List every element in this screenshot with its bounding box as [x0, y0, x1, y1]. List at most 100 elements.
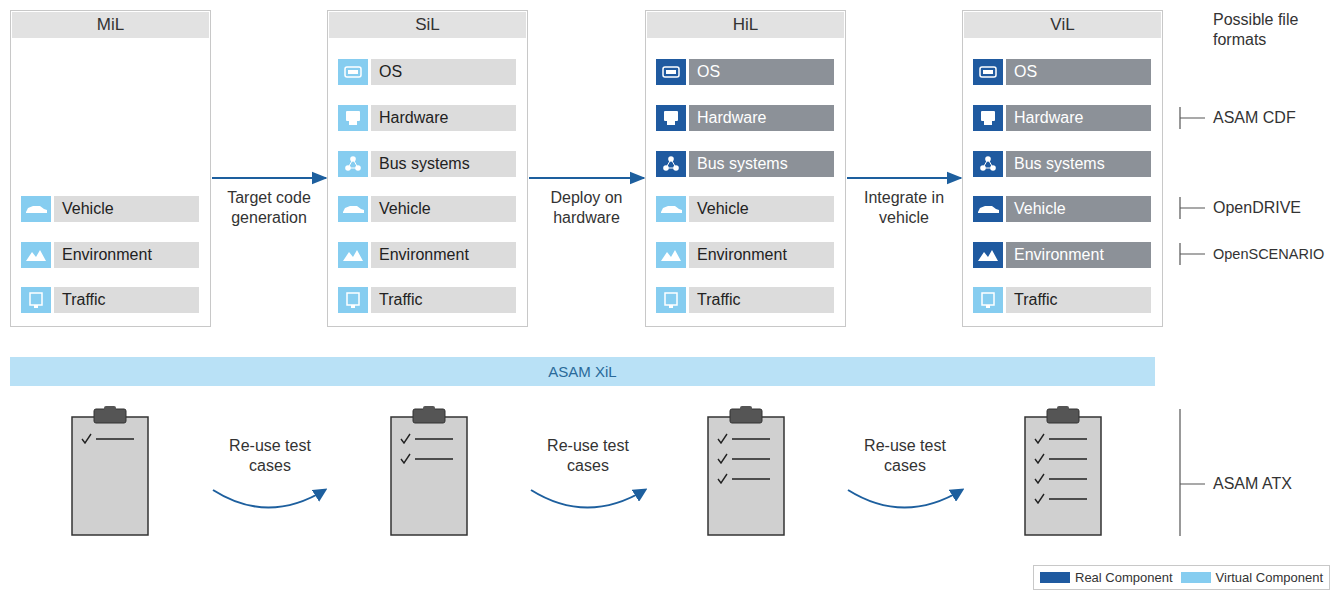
component-label: Traffic [54, 287, 199, 313]
component-label: Bus systems [689, 151, 834, 177]
stage-arrow [529, 177, 644, 179]
veh-icon [973, 196, 1003, 222]
component-label: OS [371, 59, 516, 85]
component-icon [973, 151, 1003, 177]
component-label: Vehicle [689, 196, 834, 222]
legend-entry: Virtual Component [1181, 570, 1323, 585]
traffic-icon [338, 287, 368, 313]
format-tick [1180, 197, 1205, 219]
test-clipboard [391, 406, 467, 535]
env-icon [21, 242, 51, 268]
file-format: ASAM ATX [1213, 474, 1325, 494]
traffic-icon [656, 287, 686, 313]
arrow-label: Target code generation [217, 188, 321, 228]
reuse-arrow [848, 490, 962, 508]
test-clipboard [1025, 406, 1101, 535]
component-label: Vehicle [371, 196, 516, 222]
component-icon [973, 59, 1003, 85]
traffic-icon [21, 287, 51, 313]
component-icon [338, 59, 368, 85]
component-label: Hardware [371, 105, 516, 131]
component-icon [973, 196, 1003, 222]
component-row: Vehicle [656, 196, 834, 222]
veh-icon [656, 196, 686, 222]
arrow-label: Integrate in vehicle [852, 188, 956, 228]
component-row: Bus systems [338, 151, 516, 177]
component-icon [973, 287, 1003, 313]
component-row: Bus systems [656, 151, 834, 177]
component-icon [338, 151, 368, 177]
stage-title: HiL [647, 12, 844, 38]
component-label: Traffic [371, 287, 516, 313]
env-icon [338, 242, 368, 268]
reuse-arrow [531, 490, 645, 508]
format-tick [1180, 243, 1205, 265]
component-icon [656, 105, 686, 131]
band-title: ASAM XiL [548, 363, 616, 380]
component-icon [21, 242, 51, 268]
stage-arrow [847, 177, 961, 179]
test-clipboard [72, 406, 148, 535]
component-label: OS [1006, 59, 1151, 85]
file-format: OpenDRIVE [1213, 198, 1325, 218]
hw-icon [338, 105, 368, 131]
bus-icon [656, 151, 686, 177]
xil-stage-box: ViLOSHardwareBus systemsVehicleEnvironme… [962, 10, 1163, 327]
veh-icon [21, 196, 51, 222]
reuse-arrow [213, 490, 325, 508]
component-icon [338, 242, 368, 268]
component-label: Environment [1006, 242, 1151, 268]
xil-stage-box: HiLOSHardwareBus systemsVehicleEnvironme… [645, 10, 846, 327]
legend-entry: Real Component [1040, 570, 1173, 585]
reuse-note: Re-use test cases [224, 436, 316, 476]
stage-title: SiL [329, 12, 526, 38]
component-row: Environment [973, 242, 1151, 268]
arrow-label: Deploy on hardware [535, 188, 639, 228]
component-row: Hardware [656, 105, 834, 131]
traffic-icon [973, 287, 1003, 313]
component-row: Environment [656, 242, 834, 268]
legend-swatch [1181, 572, 1211, 583]
component-icon [21, 196, 51, 222]
bus-icon [338, 151, 368, 177]
component-label: Bus systems [371, 151, 516, 177]
component-icon [338, 105, 368, 131]
component-icon [656, 151, 686, 177]
component-row: Hardware [338, 105, 516, 131]
file-format: OpenSCENARIO [1213, 244, 1331, 264]
hw-icon [973, 105, 1003, 131]
format-tick [1180, 107, 1205, 129]
legend: Real Component Virtual Component [1033, 565, 1330, 590]
xil-stage-box: SiL OS HardwareBus systemsVehicleEnvironme… [327, 10, 528, 327]
reuse-note: Re-use test cases [859, 436, 951, 476]
component-icon [656, 242, 686, 268]
xil-stage-box: MiLVehicleEnvironmentTraffic [10, 10, 211, 327]
component-row: Environment [338, 242, 516, 268]
format-bracket [1180, 409, 1205, 536]
component-label: Environment [54, 242, 199, 268]
reuse-note: Re-use test cases [542, 436, 634, 476]
component-row: Traffic [973, 287, 1151, 313]
os-icon [973, 59, 1003, 85]
component-row: Traffic [21, 287, 199, 313]
veh-icon [338, 196, 368, 222]
env-icon [656, 242, 686, 268]
component-icon [21, 287, 51, 313]
component-row: Vehicle [338, 196, 516, 222]
component-label: Hardware [1006, 105, 1151, 131]
component-row: Vehicle [973, 196, 1151, 222]
component-icon [338, 287, 368, 313]
component-label: Environment [371, 242, 516, 268]
component-row: Environment [21, 242, 199, 268]
legend-text: Real Component [1075, 570, 1173, 585]
test-clipboard [708, 406, 784, 535]
component-row: Traffic [656, 287, 834, 313]
component-row: Vehicle [21, 196, 199, 222]
component-row: Traffic [338, 287, 516, 313]
component-row: OS [973, 59, 1151, 85]
legend-text: Virtual Component [1216, 570, 1323, 585]
component-icon [656, 59, 686, 85]
file-format: ASAM CDF [1213, 108, 1325, 128]
component-label: Hardware [689, 105, 834, 131]
component-label: Bus systems [1006, 151, 1151, 177]
